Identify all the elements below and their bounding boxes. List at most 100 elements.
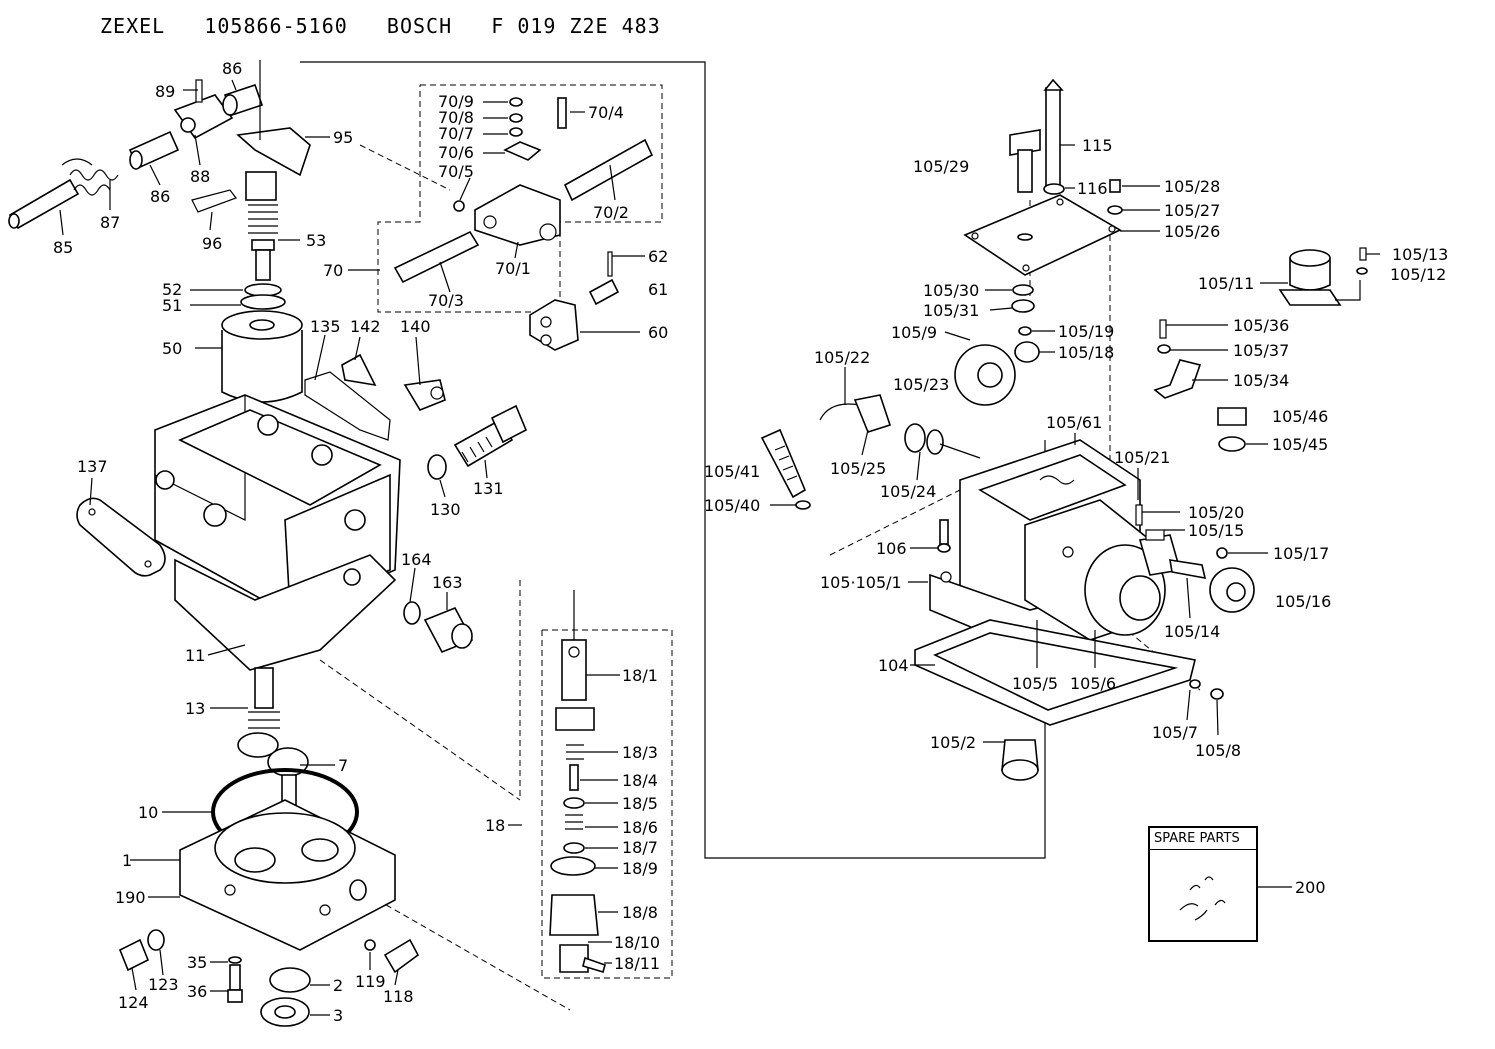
- label-105-12: 105/12: [1390, 265, 1446, 284]
- screws-105-27-28: [1107, 179, 1123, 215]
- label-105-40: 105/40: [704, 496, 760, 515]
- part-140: [403, 379, 446, 411]
- label-105-20: 105/20: [1188, 503, 1244, 522]
- label-18-10: 18/10: [614, 933, 660, 952]
- label-163: 163: [432, 573, 463, 592]
- flange-1: [179, 799, 396, 951]
- label-131: 131: [473, 479, 504, 498]
- label-118: 118: [383, 987, 414, 1006]
- nuts-105-30-31: [1011, 284, 1035, 313]
- screws-105-36-37: [1157, 319, 1171, 354]
- plug-105-2: [1001, 739, 1039, 781]
- label-105-16: 105/16: [1275, 592, 1331, 611]
- sleeve-86-upper: [222, 83, 264, 117]
- diagram-title: ZEXEL 105866-5160 BOSCH F 019 Z2E 483: [100, 14, 661, 38]
- label-53: 53: [306, 231, 326, 250]
- knob-105-16-17: [1209, 547, 1255, 613]
- label-18-3: 18/3: [622, 743, 658, 762]
- label-105-19: 105/19: [1058, 322, 1114, 341]
- sleeve-86-lower: [128, 130, 180, 170]
- label-105-21: 105/21: [1114, 448, 1170, 467]
- screw-106: [937, 519, 951, 553]
- label-96: 96: [202, 234, 222, 253]
- label-105-5: 105/5: [1012, 674, 1058, 693]
- label-200: 200: [1295, 878, 1326, 897]
- sleeves-105-23-24: [904, 423, 981, 459]
- label-18-4: 18/4: [622, 771, 658, 790]
- shaft-85: [8, 178, 80, 230]
- cylinder-50: [221, 310, 303, 403]
- label-18-11: 18/11: [614, 954, 660, 973]
- washer-130: [427, 454, 447, 480]
- bolt-115: [1043, 78, 1064, 189]
- screws-105-12-13: [1356, 247, 1368, 275]
- bearing-2-3: [260, 967, 311, 1027]
- governor-housing-105: [929, 439, 1182, 661]
- label-116: 116: [1077, 179, 1108, 198]
- label-86-lower: 86: [150, 187, 170, 206]
- label-52: 52: [162, 280, 182, 299]
- label-137: 137: [77, 457, 108, 476]
- label-105-13: 105/13: [1392, 245, 1448, 264]
- cable-105-22: [819, 394, 892, 433]
- spring-87: [61, 158, 119, 196]
- label-105-30: 105/30: [923, 281, 979, 300]
- label-130: 130: [430, 500, 461, 519]
- shaft-105-14: [1169, 559, 1207, 580]
- label-95: 95: [333, 128, 353, 147]
- label-18-6: 18/6: [622, 818, 658, 837]
- label-51: 51: [162, 296, 182, 315]
- label-60: 60: [648, 323, 668, 342]
- label-104: 104: [878, 656, 909, 675]
- leader-lines: [59, 79, 1380, 1016]
- label-190: 190: [115, 888, 146, 907]
- label-135: 135: [310, 317, 341, 336]
- label-70-5: 70/5: [438, 162, 474, 181]
- bolt-105-41: [760, 428, 811, 510]
- bolt-124: [118, 929, 165, 972]
- label-105-17: 105/17: [1273, 544, 1329, 563]
- label-105-6: 105/6: [1070, 674, 1116, 693]
- label-105-24: 105/24: [880, 482, 936, 501]
- label-115: 115: [1082, 136, 1113, 155]
- label-2: 2: [333, 976, 343, 995]
- label-89: 89: [155, 82, 175, 101]
- label-105-45: 105/45: [1272, 435, 1328, 454]
- label-70-3: 70/3: [428, 291, 464, 310]
- label-70-6: 70/6: [438, 143, 474, 162]
- washer-164: [403, 601, 421, 625]
- label-105-46: 105/46: [1272, 407, 1328, 426]
- washers-51-52: [240, 283, 286, 310]
- lever-88: [173, 79, 234, 140]
- spare-parts-sketch: [1179, 876, 1226, 921]
- label-70-9: 70/9: [438, 92, 474, 111]
- label-142: 142: [350, 317, 381, 336]
- label-36: 36: [187, 982, 207, 1001]
- label-70: 70: [323, 261, 343, 280]
- label-70-8: 70/8: [438, 108, 474, 127]
- screws-105-7-8: [1189, 679, 1224, 700]
- label-62: 62: [648, 247, 668, 266]
- part-142: [341, 353, 377, 387]
- label-18-7: 18/7: [622, 838, 658, 857]
- label-18-8: 18/8: [622, 903, 658, 922]
- label-87: 87: [100, 213, 120, 232]
- gear-105-9: [954, 344, 1016, 406]
- label-85: 85: [53, 238, 73, 257]
- spring-53: [245, 171, 278, 281]
- parts-18: [549, 590, 606, 973]
- housing-11: [154, 394, 401, 671]
- label-105-61: 105/61: [1046, 413, 1102, 432]
- label-105-105-1: 105·105/1: [820, 573, 902, 592]
- label-105-25: 105/25: [830, 459, 886, 478]
- label-105-11: 105/11: [1198, 274, 1254, 293]
- label-105-34: 105/34: [1233, 371, 1289, 390]
- label-13: 13: [185, 699, 205, 718]
- label-50: 50: [162, 339, 182, 358]
- bolt-163: [423, 606, 474, 654]
- dash-link-7: [829, 489, 961, 556]
- label-105-8: 105/8: [1195, 741, 1241, 760]
- label-10: 10: [138, 803, 158, 822]
- plug-105-29: [1009, 129, 1041, 193]
